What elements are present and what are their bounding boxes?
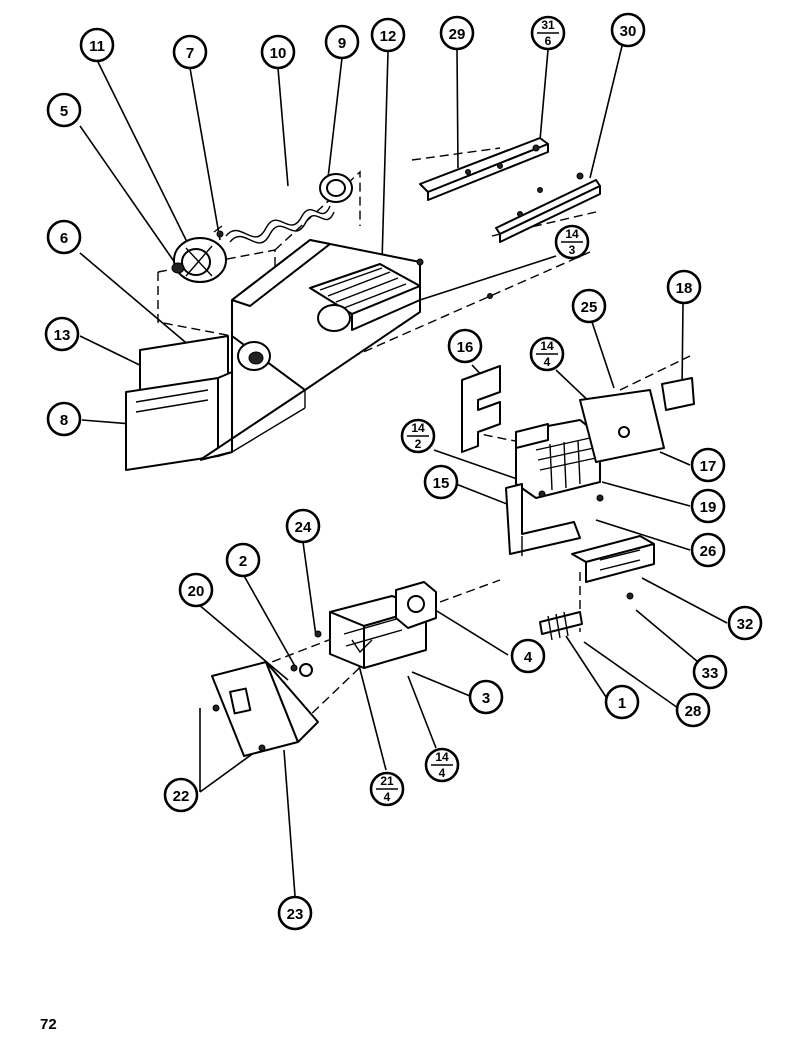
svg-text:7: 7 <box>186 45 194 62</box>
callout-20: 20 <box>178 572 214 608</box>
callout-23: 23 <box>277 895 313 931</box>
svg-text:6: 6 <box>545 34 552 48</box>
svg-text:25: 25 <box>581 299 598 316</box>
callout-14-over-2: 14 2 <box>400 418 436 454</box>
leader-lines <box>79 45 728 897</box>
svg-text:3: 3 <box>569 243 576 257</box>
callout-14-over-4-upper: 14 4 <box>529 336 565 372</box>
auger-assembly <box>171 173 353 283</box>
svg-text:8: 8 <box>60 412 68 429</box>
ice-maker-assembly <box>461 365 695 600</box>
svg-text:4: 4 <box>439 766 446 780</box>
callouts: 11 7 10 9 12 29 31 6 30 5 6 <box>44 12 763 931</box>
svg-text:2: 2 <box>415 437 422 451</box>
svg-text:14: 14 <box>540 339 554 353</box>
svg-text:29: 29 <box>449 26 466 43</box>
callout-10: 10 <box>260 34 296 70</box>
svg-text:4: 4 <box>384 790 391 804</box>
callout-6: 6 <box>46 219 82 255</box>
svg-text:32: 32 <box>737 616 754 633</box>
callout-14-over-3: 14 3 <box>554 224 590 260</box>
svg-text:16: 16 <box>457 339 474 356</box>
callout-31-over-6: 31 6 <box>530 15 566 51</box>
callout-7: 7 <box>172 34 208 70</box>
svg-text:14: 14 <box>435 750 449 764</box>
callout-12: 12 <box>370 17 406 53</box>
callout-16: 16 <box>447 328 483 364</box>
callout-15: 15 <box>423 464 459 500</box>
callout-29: 29 <box>439 15 475 51</box>
svg-text:24: 24 <box>295 519 312 536</box>
svg-text:14: 14 <box>565 227 579 241</box>
callout-26: 26 <box>690 532 726 568</box>
callout-3: 3 <box>468 679 504 715</box>
callout-17: 17 <box>690 447 726 483</box>
svg-text:9: 9 <box>338 35 346 52</box>
callout-2: 2 <box>225 542 261 578</box>
callout-11: 11 <box>79 27 115 63</box>
svg-text:33: 33 <box>702 665 719 682</box>
svg-text:13: 13 <box>54 327 71 344</box>
callout-33: 33 <box>692 654 728 690</box>
callout-9: 9 <box>324 24 360 60</box>
cover-plate <box>211 661 319 757</box>
callout-32: 32 <box>727 605 763 641</box>
svg-text:4: 4 <box>544 355 551 369</box>
svg-text:10: 10 <box>270 45 287 62</box>
ice-bucket-housing <box>125 239 421 471</box>
callout-14-over-4-lower: 14 4 <box>424 747 460 783</box>
callout-8: 8 <box>46 401 82 437</box>
svg-text:31: 31 <box>541 18 555 32</box>
svg-text:18: 18 <box>676 280 693 297</box>
svg-text:28: 28 <box>685 703 702 720</box>
svg-text:19: 19 <box>700 499 717 516</box>
svg-text:14: 14 <box>411 421 425 435</box>
callout-25: 25 <box>571 288 607 324</box>
callout-1: 1 <box>604 684 640 720</box>
svg-text:5: 5 <box>60 103 68 120</box>
callout-5: 5 <box>46 92 82 128</box>
svg-text:23: 23 <box>287 906 304 923</box>
svg-text:30: 30 <box>620 23 637 40</box>
callout-30: 30 <box>610 12 646 48</box>
page-number: 72 <box>40 1016 57 1033</box>
svg-text:12: 12 <box>380 28 397 45</box>
svg-text:4: 4 <box>524 649 533 666</box>
svg-text:26: 26 <box>700 543 717 560</box>
callout-22: 22 <box>163 777 199 813</box>
svg-text:3: 3 <box>482 690 490 707</box>
svg-text:2: 2 <box>239 553 247 570</box>
callout-19: 19 <box>690 488 726 524</box>
svg-text:11: 11 <box>89 38 105 55</box>
callout-21-over-4: 21 4 <box>369 771 405 807</box>
svg-text:20: 20 <box>188 583 205 600</box>
callout-24: 24 <box>285 508 321 544</box>
svg-text:17: 17 <box>700 458 717 475</box>
callout-4: 4 <box>510 638 546 674</box>
svg-text:21: 21 <box>380 774 394 788</box>
svg-text:6: 6 <box>60 230 68 247</box>
svg-text:1: 1 <box>618 695 626 712</box>
svg-text:22: 22 <box>173 788 190 805</box>
callout-13: 13 <box>44 316 80 352</box>
callout-28: 28 <box>675 692 711 728</box>
svg-text:15: 15 <box>433 475 450 492</box>
switch-assembly <box>278 581 583 688</box>
rails <box>416 137 601 299</box>
callout-18: 18 <box>666 269 702 305</box>
